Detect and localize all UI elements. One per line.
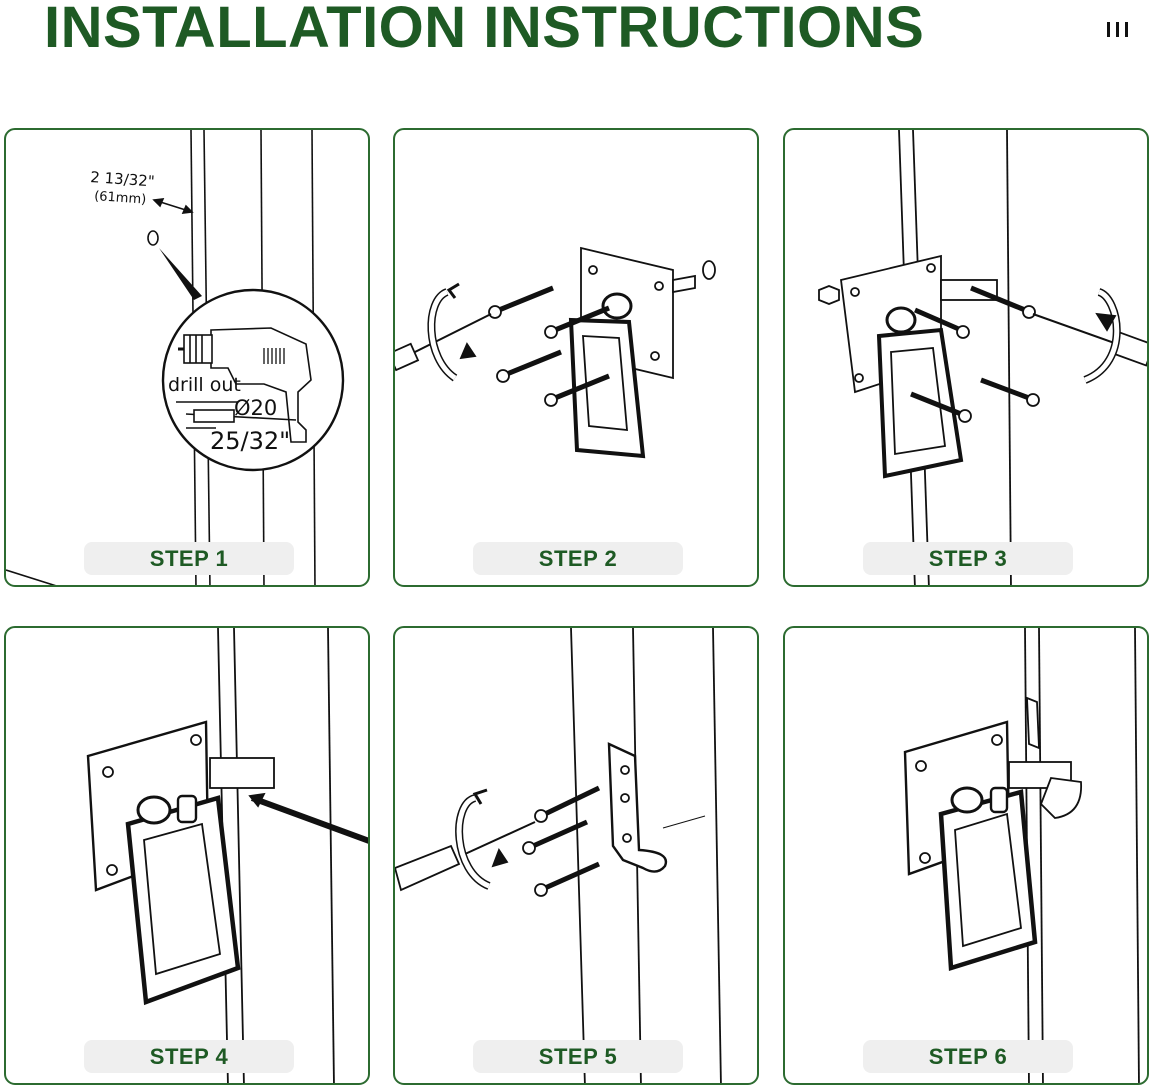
depth-text: 25/32" — [210, 427, 290, 455]
step-5-illustration — [395, 628, 722, 1083]
step-5-panel: STEP 5 — [393, 626, 759, 1085]
step-5-label: STEP 5 — [473, 1040, 683, 1073]
step-2-illustration — [395, 246, 716, 459]
distance-text: 2 13/32" — [90, 168, 156, 190]
page-title: INSTALLATION INSTRUCTIONS — [44, 0, 925, 60]
diameter-text: Ø20 — [234, 396, 277, 420]
step-4-panel: STEP 4 — [4, 626, 370, 1085]
drill-out-text: drill out — [168, 374, 241, 396]
step-6-illustration — [903, 628, 1140, 1083]
step-2-panel: STEP 2 — [393, 128, 759, 587]
step-6-label: STEP 6 — [863, 1040, 1073, 1073]
step-6-panel: STEP 6 — [783, 626, 1149, 1085]
distance-mm-text: (61mm) — [94, 189, 147, 208]
step-4-label: STEP 4 — [84, 1040, 294, 1073]
step-4-illustration — [86, 628, 368, 1083]
step-2-label: STEP 2 — [473, 542, 683, 575]
step-1-panel: 2 13/32" (61mm) drill out Ø20 25/32" STE… — [4, 128, 370, 587]
step-1-illustration: 2 13/32" (61mm) drill out Ø20 25/32" — [6, 130, 345, 585]
menu-icon[interactable] — [1107, 22, 1133, 38]
step-1-label: STEP 1 — [84, 542, 294, 575]
step-3-illustration — [818, 130, 1147, 585]
step-3-label: STEP 3 — [863, 542, 1073, 575]
step-3-panel: STEP 3 — [783, 128, 1149, 587]
